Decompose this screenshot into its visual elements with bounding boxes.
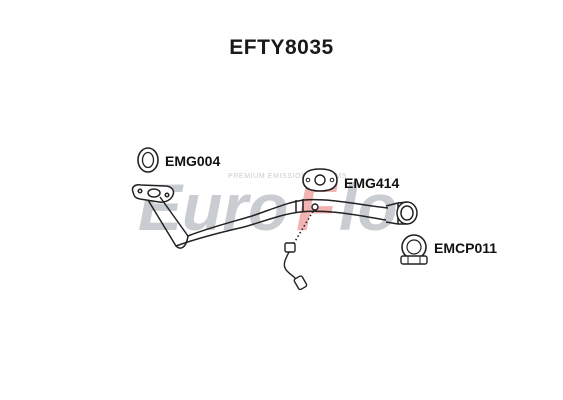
diagram-title: EFTY8035 (229, 36, 334, 59)
lambda-sensor-icon (283, 203, 319, 291)
flange-gasket-icon (302, 168, 338, 192)
part-label-emg004: EMG004 (165, 153, 220, 169)
part-label-emg414: EMG414 (344, 175, 399, 191)
watermark-tagline: PREMIUM EMISSION SYSTEMS (228, 173, 347, 180)
front-exhaust-pipe-icon (131, 184, 418, 249)
watermark-brand-end: lo (339, 170, 398, 244)
pipe-clamp-icon (400, 234, 428, 265)
gasket-ring-icon (137, 147, 159, 173)
watermark-brand-start: Euro (138, 170, 288, 244)
part-label-emcp011: EMCP011 (434, 240, 497, 256)
